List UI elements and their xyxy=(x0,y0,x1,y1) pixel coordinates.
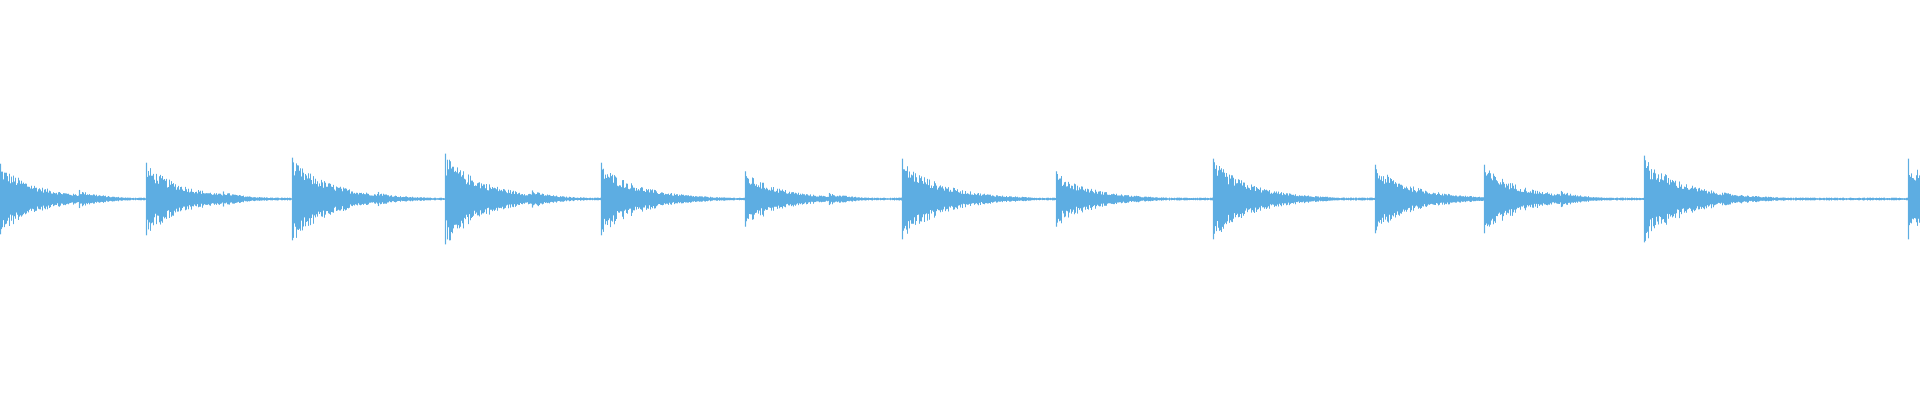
waveform-trace xyxy=(0,159,1920,241)
